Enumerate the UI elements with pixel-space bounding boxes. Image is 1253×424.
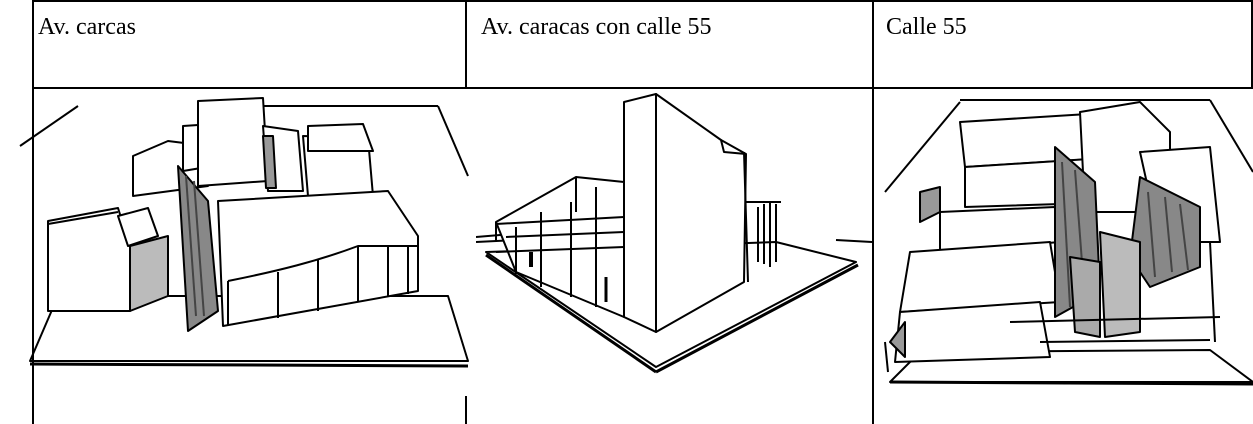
table-border-col1: [465, 0, 467, 88]
building-sketch-av-caracas-icon: [18, 96, 470, 376]
table-border-col1-bottom: [465, 396, 467, 424]
table-border-left: [32, 0, 34, 424]
header-av-carcas: Av. carcas: [38, 14, 136, 40]
building-sketch-corner-icon: [476, 92, 872, 374]
header-calle-55: Calle 55: [886, 14, 967, 40]
table-border-top: [32, 0, 1253, 2]
table-border-right: [1251, 0, 1253, 88]
header-av-caracas-calle-55: Av. caracas con calle 55: [481, 14, 712, 40]
table-border-row: [32, 87, 1253, 89]
building-sketch-calle-55-icon: [880, 92, 1253, 388]
table-border-col2: [872, 0, 874, 424]
